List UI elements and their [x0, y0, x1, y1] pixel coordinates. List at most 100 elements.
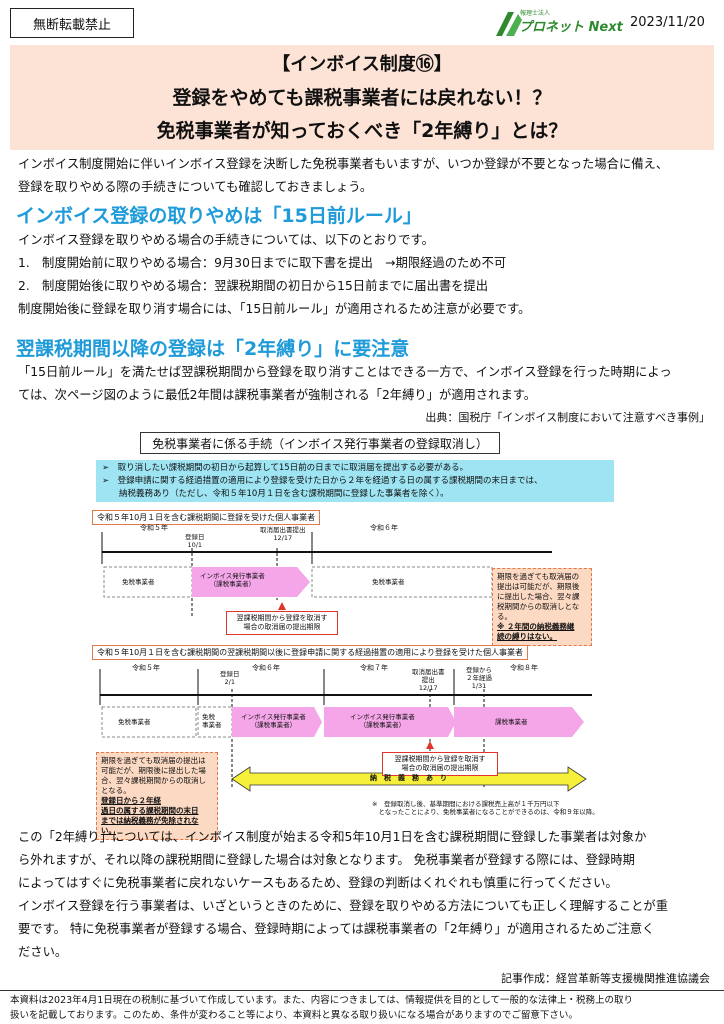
source-citation: 出典：国税庁「インボイス制度において注意すべき事例」	[425, 411, 710, 424]
closing-line: この「2年縛り」については、インボイス制度が始まる令和5年10月1日を含む課税期…	[18, 830, 647, 844]
case1-side-note-bold: 続の縛りはない。	[497, 632, 557, 641]
case2-deadline-label: 取消届出書	[412, 668, 445, 676]
case2-invoice1-label: インボイス発行事業者	[241, 713, 306, 721]
logo-icon	[496, 12, 522, 36]
case2-side-note-line: 可能だが、期限後に提出した場	[101, 766, 206, 775]
disclaimer-footer: 本資料は2023年4月1日現在の税制に基づいて作成しています。また、内容につきま…	[0, 990, 724, 1024]
case1-side-note-line: 提出は可能だが、期限後	[497, 582, 580, 591]
case2-year2: 令和６年	[252, 664, 280, 672]
intro-paragraph: インボイス制度開始に伴いインボイス登録を決断した免税事業者もいますが、いつか登録…	[18, 153, 712, 199]
case2-footnote-line: となったことにより、免税事業者になることができるのは、令和９年以降。	[372, 808, 599, 816]
case2-invoice2-sub: （課税事業者）	[359, 721, 406, 729]
logo-text: プロネット Next	[519, 20, 623, 35]
case2-side-note-bold: 登録日から２年経	[101, 796, 161, 805]
publish-date: 2023/11/20	[630, 15, 705, 30]
case1-side-note-bold: ※ ２年間の納税義務継	[497, 622, 575, 631]
case2-side-note-line: 期限を過ぎても取消届の提出は	[101, 756, 206, 765]
case2-year3: 令和７年	[360, 664, 388, 672]
case2-year1: 令和５年	[132, 664, 160, 672]
case1-exempt1: 免税事業者	[122, 578, 155, 586]
case2-deadline: 取消届出書 提出 12/17	[412, 668, 445, 692]
section1-heading: インボイス登録の取りやめは「15日前ルール」	[16, 205, 422, 227]
diagram-notes: ➢ 取り消したい課税期間の初日から起算して15日前の日までに取消届を提出する必要…	[96, 460, 614, 502]
section1-line: 1. 制度開始前に取りやめる場合：9月30日までに取下書を提出 →期限経過のため…	[18, 256, 507, 270]
section2-body: 「15日前ルール」を満たせば翌課税期間から登録を取り消すことはできる一方で、イン…	[18, 361, 712, 407]
case2-two-year-label: 登録から	[466, 666, 492, 674]
series-title: 【インボイス制度⑯】	[272, 54, 452, 75]
case2-invoice1: インボイス発行事業者 （課税事業者）	[241, 713, 306, 729]
diagram-note: ➢ 取り消したい課税期間の初日から起算して15日前の日までに取消届を提出する必要…	[102, 463, 469, 473]
section1-line: 制度開始後に登録を取り消す場合には、「15日前ルール」が適用されるため注意が必要…	[18, 302, 531, 316]
closing-line: ださい。	[18, 945, 68, 959]
case1-invoice-label: インボイス発行事業者	[200, 572, 265, 580]
section1-body: インボイス登録を取りやめる場合の手続きについては、以下のとおりです。 1. 制度…	[18, 229, 712, 321]
case1-reg-date-value: 10/1	[187, 541, 203, 549]
case1-label: 令和５年10月１日を含む課税期間に登録を受けた個人事業者	[92, 510, 321, 525]
section1-line: 2. 制度開始後に取りやめる場合：翌課税期間の初日から15日前までに届出書を提出	[18, 279, 489, 293]
closing-line: ら外れますが、それ以降の課税期間に登録した場合は対象となります。 免税事業者が登…	[18, 853, 635, 867]
logo-subtitle: 報理士法人	[520, 10, 551, 17]
case1-timeline	[101, 532, 552, 616]
case2-side-note-line: 合、翌々課税期間からの取消し	[101, 776, 206, 785]
case2-footnote-line: ※ 登録取消し後、基準期間における課税売上高が１千万円以下	[372, 800, 560, 808]
section2-line: 「15日前ルール」を満たせば翌課税期間から登録を取り消すことはできる一方で、イン…	[18, 365, 672, 379]
case1-side-note-line: に提出した場合、翌々課	[497, 592, 580, 601]
case2-deadline-box: 翌課税期間から登録を取消す 場合の取消届の提出期限	[382, 752, 498, 776]
case2-year4: 令和８年	[510, 664, 538, 672]
case1-invoice-sub: （課税事業者）	[209, 580, 256, 588]
closing-line: 要です。 特に免税事業者が登録する場合、登録時期によっては課税事業者の「2年縛り…	[18, 922, 655, 936]
case2-side-note-line: となる。	[101, 786, 131, 795]
closing-line: インボイス登録を行う事業者は、いざというときのために、登録を取りやめる方法につい…	[18, 899, 669, 913]
closing-line: によってはすぐに免税事業者に戻れないケースもあるため、登録の判断はくれぐれも慎重…	[18, 876, 618, 890]
case2-side-note: 期限を過ぎても取消届の提出は 可能だが、期限後に提出した場 合、翌々課税期間から…	[96, 752, 218, 840]
intro-line: 登録を取りやめる際の手続きについても確認しておきましょう。	[18, 180, 373, 194]
disclaimer-line: 本資料は2023年4月1日現在の税制に基づいて作成しています。また、内容につきま…	[10, 995, 633, 1006]
case2-exempt: 免税事業者	[118, 718, 151, 726]
section1-line: インボイス登録を取りやめる場合の手続きについては、以下のとおりです。	[18, 233, 434, 247]
case2-reg-date-value: 2/1	[224, 678, 235, 686]
case2-side-note-bold: 過日の属する課税期間の末日	[101, 806, 199, 815]
section2-heading: 翌課税期間以降の登録は「2年縛り」に要注意	[16, 338, 410, 360]
case2-reg-date-label: 登録日	[220, 670, 240, 678]
case2-redbox-line: 翌課税期間から登録を取消す	[394, 755, 486, 763]
case2-two-year: 登録から ２年経過 1/31	[466, 666, 492, 690]
case1-side-note-line: 税期間からの取消しとなる。	[497, 602, 580, 621]
case2-invoice2-label: インボイス発行事業者	[350, 713, 415, 721]
case1-deadline-label: 取消届出書提出	[260, 526, 306, 534]
case2-exempt-short2: 事業者	[202, 721, 222, 729]
closing-paragraph: この「2年縛り」については、インボイス制度が始まる令和5年10月1日を含む課税期…	[18, 826, 712, 964]
case1-deadline: 取消届出書提出 12/17	[260, 526, 306, 542]
case2-two-year-label2: ２年経過	[466, 674, 492, 682]
main-title: 登録をやめても課税事業者には戻れない！？	[172, 87, 552, 109]
intro-line: インボイス制度開始に伴いインボイス登録を決断した免税事業者もいますが、いつか登録…	[18, 157, 669, 171]
sub-title: 免税事業者が知っておくべき「2年縛り」とは？	[156, 120, 568, 142]
case1-redbox-line: 場合の取消届の提出期限	[243, 623, 321, 631]
section2-line: ては、次ページ図のように最低2年間は課税事業者が強制される「2年縛り」が適用され…	[18, 388, 537, 402]
title-banner	[10, 45, 714, 150]
case2-exempt-short1: 免税	[202, 713, 215, 721]
case2-invoice1-sub: （課税事業者）	[250, 721, 297, 729]
case1-invoice: インボイス発行事業者 （課税事業者）	[200, 572, 265, 588]
case1-year2: 令和６年	[370, 524, 398, 532]
case2-deadline-value: 12/17	[418, 684, 438, 692]
case1-redbox-line: 翌課税期間から登録を取消す	[236, 614, 328, 622]
case2-redbox-line: 場合の取消届の提出期限	[401, 764, 479, 772]
case1-exempt2: 免税事業者	[372, 578, 405, 586]
case1-side-note: 期限を過ぎても取消届の 提出は可能だが、期限後 に提出した場合、翌々課 税期間か…	[492, 568, 592, 646]
case2-taxable: 課税事業者	[495, 718, 528, 726]
case2-deadline-label2: 提出	[421, 676, 435, 684]
author-credit: 記事作成：経営革新等支援機関推進協議会	[501, 972, 710, 985]
case2-label: 令和５年10月１日を含む課税期間の翌課税期間以後に登録申請に関する経過措置の適用…	[92, 645, 529, 660]
diagram-note: 納税義務あり（ただし、令和５年10月１日を含む課税期間に登録した事業者を除く）。	[102, 489, 449, 499]
case1-side-note-line: 期限を過ぎても取消届の	[497, 572, 580, 581]
case1-deadline-value: 12/17	[273, 534, 293, 542]
case2-invoice2: インボイス発行事業者 （課税事業者）	[350, 713, 415, 729]
diagram-title: 免税事業者に係る手続（インボイス発行事業者の登録取消し）	[140, 432, 500, 454]
case1-year1: 令和５年	[140, 524, 168, 532]
case1-reg-date-label: 登録日	[185, 533, 205, 541]
diagram-note: ➢ 登録申請に関する経過措置の適用により登録を受けた日から２年を経過する日の属す…	[102, 476, 543, 486]
case2-tax-duty: 納 税 義 務 あ り	[370, 774, 447, 782]
case2-timeline	[99, 669, 592, 792]
case2-two-year-date: 1/31	[471, 682, 487, 690]
case1-reg-date: 登録日 10/1	[185, 533, 205, 549]
